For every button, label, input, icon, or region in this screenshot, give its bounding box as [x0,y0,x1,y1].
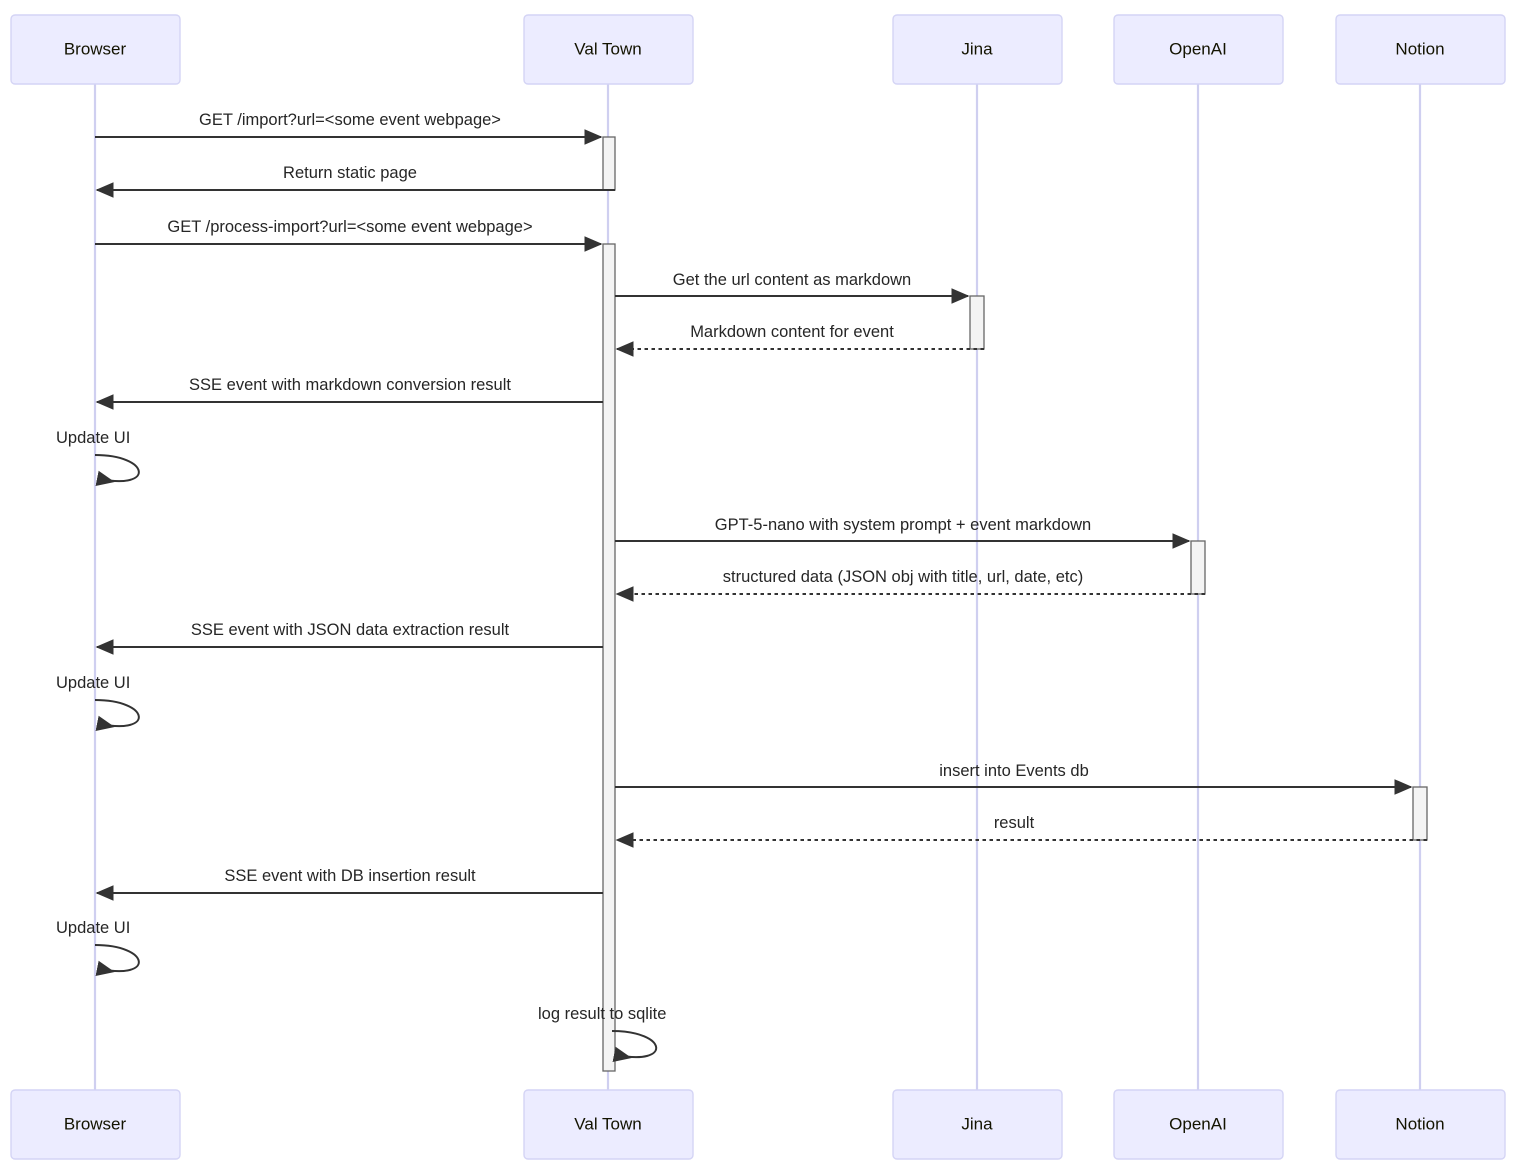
message-label-5: Markdown content for event [690,323,894,341]
actor-top-jina[interactable]: Jina [892,14,1063,85]
actor-top-openai[interactable]: OpenAI [1113,14,1284,85]
self-loop-arrow-15 [94,944,140,977]
message-8-gpt5-nano-request: GPT-5-nano with system prompt + event ma… [615,516,1191,549]
message-2-return-static-page: Return static page [95,164,615,198]
activation-bar-valtown-2 [602,243,616,1072]
actors-top-group: Browser Val Town Jina OpenAI Notion [10,14,1506,85]
actor-box-browser-top[interactable] [10,14,181,85]
actor-label-valtown-bottom: Val Town [574,1114,641,1133]
self-loop-arrow-16 [611,1030,658,1063]
actor-top-valtown[interactable]: Val Town [523,14,694,85]
message-label-16: log result to sqlite [538,1005,666,1023]
message-label-13: result [994,814,1035,832]
actor-label-notion-top: Notion [1395,39,1444,58]
message-10-sse-json-result: SSE event with JSON data extraction resu… [95,621,603,655]
message-7-update-ui-self-loop: Update UI [56,429,140,487]
actor-box-jina-bottom[interactable] [892,1089,1063,1160]
message-label-3: GET /process-import?url=<some event webp… [167,218,532,236]
actor-label-browser-top: Browser [64,39,127,58]
message-label-9: structured data (JSON obj with title, ur… [723,568,1083,586]
message-6-sse-markdown-result: SSE event with markdown conversion resul… [95,376,603,410]
actor-box-notion-bottom[interactable] [1335,1089,1506,1160]
actor-box-valtown-bottom[interactable] [523,1089,694,1160]
activation-bar-openai [1190,540,1206,595]
actor-bottom-valtown[interactable]: Val Town [523,1089,694,1160]
actor-label-openai-bottom: OpenAI [1169,1114,1227,1133]
actor-box-valtown-top[interactable] [523,14,694,85]
actor-bottom-jina[interactable]: Jina [892,1089,1063,1160]
actor-box-jina-top[interactable] [892,14,1063,85]
message-16-log-sqlite-self-loop: log result to sqlite [538,1005,666,1063]
actors-bottom-group: Browser Val Town Jina OpenAI Notion [10,1089,1506,1160]
actor-box-openai-bottom[interactable] [1113,1089,1284,1160]
actor-top-notion[interactable]: Notion [1335,14,1506,85]
actor-box-browser-bottom[interactable] [10,1089,181,1160]
message-label-15: Update UI [56,919,130,937]
message-12-insert-events-db: insert into Events db [615,762,1413,795]
actor-bottom-browser[interactable]: Browser [10,1089,181,1160]
actor-label-valtown-top: Val Town [574,39,641,58]
activation-bar-valtown-1 [602,136,616,191]
message-13-result: result [615,814,1427,848]
self-loop-arrow-7 [94,454,140,487]
message-label-12: insert into Events db [939,762,1089,780]
self-loop-arrow-11 [94,699,140,732]
message-15-update-ui-self-loop: Update UI [56,919,140,977]
message-11-update-ui-self-loop: Update UI [56,674,140,732]
message-label-7: Update UI [56,429,130,447]
activation-bar-notion [1412,786,1428,841]
actor-bottom-openai[interactable]: OpenAI [1113,1089,1284,1160]
message-label-10: SSE event with JSON data extraction resu… [191,621,510,639]
message-3-get-process-import: GET /process-import?url=<some event webp… [95,218,603,252]
message-14-sse-db-result: SSE event with DB insertion result [95,867,603,901]
actor-label-notion-bottom: Notion [1395,1114,1444,1133]
actor-label-jina-top: Jina [961,39,993,58]
actor-bottom-notion[interactable]: Notion [1335,1089,1506,1160]
message-label-14: SSE event with DB insertion result [224,867,476,885]
actor-label-browser-bottom: Browser [64,1114,127,1133]
actor-label-openai-top: OpenAI [1169,39,1227,58]
message-1-get-import: GET /import?url=<some event webpage> [95,111,603,145]
actor-label-jina-bottom: Jina [961,1114,993,1133]
message-5-markdown-content: Markdown content for event [615,323,984,357]
activation-bar-jina [969,295,985,350]
actor-box-notion-top[interactable] [1335,14,1506,85]
message-4-get-url-content: Get the url content as markdown [615,271,970,304]
message-label-11: Update UI [56,674,130,692]
message-label-2: Return static page [283,164,417,182]
actor-top-browser[interactable]: Browser [10,14,181,85]
actor-box-openai-top[interactable] [1113,14,1284,85]
message-label-4: Get the url content as markdown [673,271,911,289]
message-label-8: GPT-5-nano with system prompt + event ma… [715,516,1091,534]
message-label-1: GET /import?url=<some event webpage> [199,111,501,129]
message-9-structured-data: structured data (JSON obj with title, ur… [615,568,1205,602]
message-label-6: SSE event with markdown conversion resul… [189,376,511,394]
